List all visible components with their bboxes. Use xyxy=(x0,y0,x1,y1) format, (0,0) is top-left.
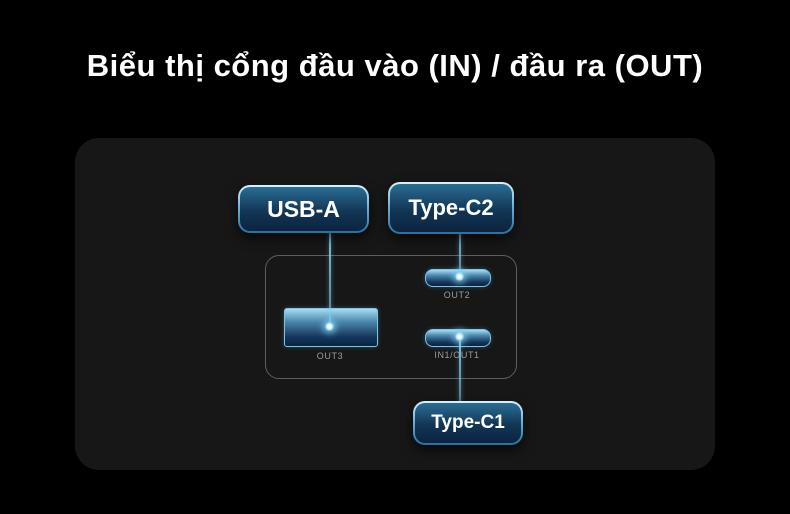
type-c1-badge-label: Type-C1 xyxy=(431,412,505,433)
port-label-in1-out1: IN1/OUT1 xyxy=(434,350,480,360)
type-c2-badge: Type-C2 xyxy=(388,182,514,234)
usb-a-badge: USB-A xyxy=(238,185,369,233)
connector-dot-type-c2 xyxy=(455,272,464,281)
type-c2-badge-label: Type-C2 xyxy=(408,195,494,220)
port-label-out3: OUT3 xyxy=(316,351,344,361)
connector-dot-type-c1 xyxy=(455,332,464,341)
page-title: Biểu thị cổng đầu vào (IN) / đầu ra (OUT… xyxy=(86,48,704,83)
port-label-out2: OUT2 xyxy=(443,290,471,300)
connector-line-type-c2 xyxy=(459,228,461,277)
connector-dot-usb-a xyxy=(325,322,334,331)
diagram-panel: OUT3 OUT2 IN1/OUT1 USB-A Type-C2 Type-C1 xyxy=(75,138,715,470)
device-outline: OUT3 OUT2 IN1/OUT1 xyxy=(265,255,517,379)
connector-line-usb-a xyxy=(329,227,331,327)
type-c1-badge: Type-C1 xyxy=(413,401,523,445)
usb-a-badge-label: USB-A xyxy=(267,195,340,222)
connector-line-type-c1 xyxy=(459,337,461,403)
